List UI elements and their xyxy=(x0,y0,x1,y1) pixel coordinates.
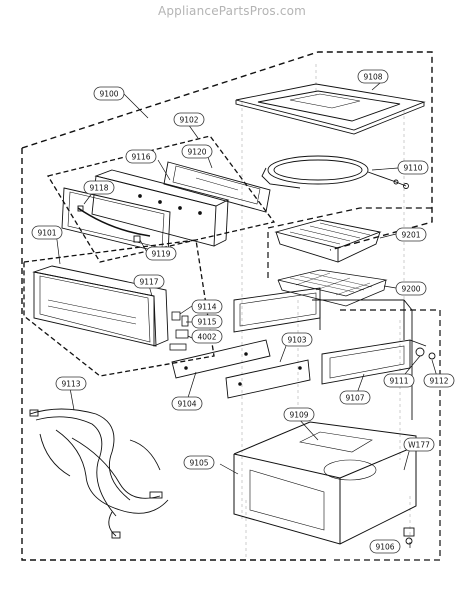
callout-9112[interactable]: 9112 xyxy=(423,373,455,388)
callout-9113[interactable]: 9113 xyxy=(55,376,87,391)
callout-9119[interactable]: 9119 xyxy=(145,246,177,261)
callout-label: 9115 xyxy=(197,318,216,327)
right-control-part xyxy=(321,339,436,385)
group-outline-9101 xyxy=(23,239,215,377)
callout-label: 9119 xyxy=(151,250,170,259)
callout-9114[interactable]: 9114 xyxy=(191,299,223,314)
tray-part xyxy=(274,219,382,263)
callout-4002[interactable]: 4002 xyxy=(191,329,223,344)
leader-lines xyxy=(55,75,439,548)
callout-label: 9116 xyxy=(131,153,150,162)
callout-9101[interactable]: 9101 xyxy=(31,225,63,240)
callout-label: 9106 xyxy=(375,543,394,552)
callout-9201[interactable]: 9201 xyxy=(395,227,427,242)
small-hardware-part xyxy=(169,311,189,351)
top-panel-part xyxy=(235,83,426,135)
callout-9118[interactable]: 9118 xyxy=(83,180,115,195)
callout-9106[interactable]: 9106 xyxy=(369,539,401,554)
wire-harness-part xyxy=(29,408,169,539)
callout-label: 9114 xyxy=(197,303,216,312)
control-plate-part xyxy=(163,161,271,213)
callout-label: 9101 xyxy=(37,229,56,238)
callout-9107[interactable]: 9107 xyxy=(339,390,371,405)
site-watermark: AppliancePartsPros.com xyxy=(157,4,307,18)
callout-9102[interactable]: 9102 xyxy=(173,112,205,127)
callout-label: 9111 xyxy=(389,377,408,386)
callout-label: 9108 xyxy=(363,73,382,82)
callout-9105[interactable]: 9105 xyxy=(183,455,215,470)
foot-part xyxy=(403,527,415,545)
callout-label: 9201 xyxy=(401,231,420,240)
callout-label: 9109 xyxy=(289,411,308,420)
callout-label: 9102 xyxy=(179,116,198,125)
lower-door-part xyxy=(32,265,169,347)
callout-9115[interactable]: 9115 xyxy=(191,314,223,329)
callout-9109[interactable]: 9109 xyxy=(283,407,315,422)
callout-label: 9200 xyxy=(401,285,420,294)
front-trim-part xyxy=(171,287,321,399)
callout-label: W177 xyxy=(408,441,430,450)
callout-label: 9110 xyxy=(403,164,422,173)
group-outline-9100 xyxy=(21,51,433,561)
callout-9200[interactable]: 9200 xyxy=(395,281,427,296)
callout-9103[interactable]: 9103 xyxy=(281,332,313,347)
callout-label: 9112 xyxy=(429,377,448,386)
callout-label: 9105 xyxy=(189,459,208,468)
callout-label: 9104 xyxy=(177,400,196,409)
rack-part xyxy=(277,269,388,307)
callout-label: 4002 xyxy=(197,333,216,342)
callout-label: 9118 xyxy=(89,184,108,193)
callout-9111[interactable]: 9111 xyxy=(383,373,415,388)
callout-9110[interactable]: 9110 xyxy=(397,160,429,175)
alignment-guides xyxy=(241,64,411,560)
callout-9117[interactable]: 9117 xyxy=(133,274,165,289)
callout-label: 9113 xyxy=(61,380,80,389)
callout-9120[interactable]: 9120 xyxy=(181,144,213,159)
door-part xyxy=(61,187,171,255)
callout-W177[interactable]: W177 xyxy=(403,437,435,452)
callout-9116[interactable]: 9116 xyxy=(125,149,157,164)
panel-frame-part xyxy=(91,169,230,247)
callout-9100[interactable]: 9100 xyxy=(93,86,125,101)
group-outline-9200 xyxy=(267,207,441,561)
callout-label: 9103 xyxy=(287,336,306,345)
callout-9108[interactable]: 9108 xyxy=(357,69,389,84)
callout-9104[interactable]: 9104 xyxy=(171,396,203,411)
group-outline-9102 xyxy=(46,135,276,263)
callout-label: 9100 xyxy=(99,90,118,99)
callout-label: 9107 xyxy=(345,394,364,403)
callout-label: 9117 xyxy=(139,278,158,287)
heater-element-part xyxy=(261,155,409,189)
callout-label: 9120 xyxy=(187,148,206,157)
base-cavity-part xyxy=(233,421,417,545)
